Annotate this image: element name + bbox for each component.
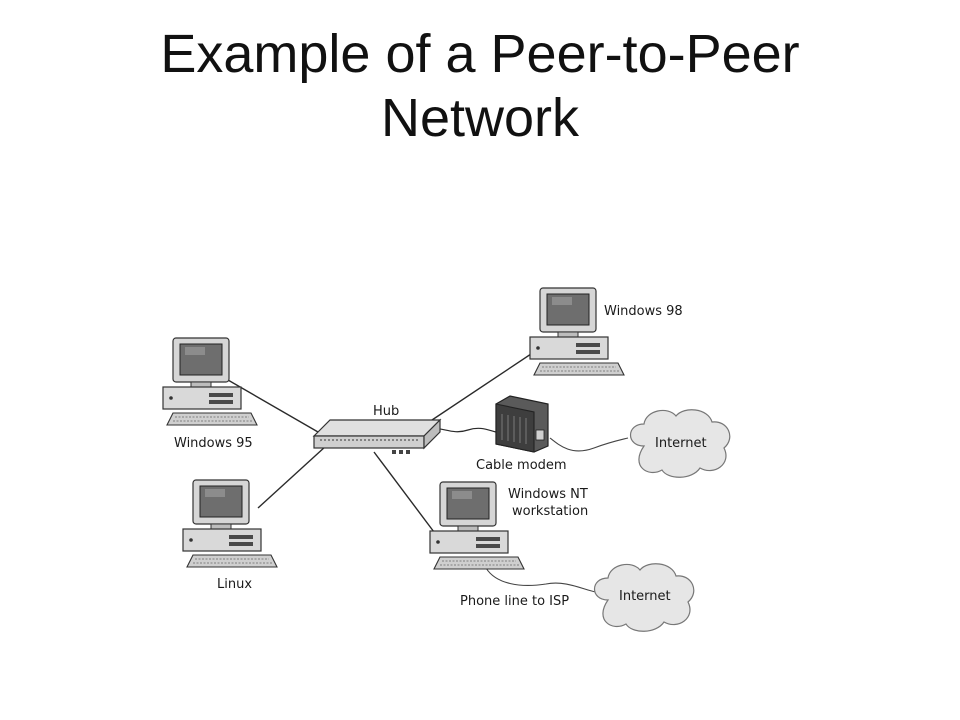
node-label-hub: Hub bbox=[373, 404, 399, 419]
link-win98-hub bbox=[413, 347, 541, 433]
cable-modem-icon bbox=[495, 395, 549, 453]
node-label-windows-nt: Windows NT bbox=[508, 487, 588, 502]
node-label-internet-bottom: Internet bbox=[619, 589, 671, 604]
node-label-linux: Linux bbox=[217, 577, 252, 592]
node-label-phone-line: Phone line to ISP bbox=[460, 594, 569, 609]
page-title-line-2: Network bbox=[380, 88, 580, 148]
node-label-cable-modem: Cable modem bbox=[476, 458, 567, 473]
node-label-workstation: workstation bbox=[512, 504, 588, 519]
hub-icon bbox=[312, 418, 442, 454]
page-title: Example of a Peer-to-Peer Network bbox=[0, 22, 960, 150]
computer-icon bbox=[529, 287, 625, 376]
link-linux-hub bbox=[257, 445, 327, 509]
node-label-internet-top: Internet bbox=[655, 436, 707, 451]
link-win95-hub bbox=[227, 379, 319, 433]
page-title-line-1: Example of a Peer-to-Peer bbox=[160, 24, 800, 84]
node-label-windows95: Windows 95 bbox=[174, 436, 253, 451]
node-label-windows98: Windows 98 bbox=[604, 304, 683, 319]
computer-icon bbox=[182, 479, 278, 568]
link-phone-line bbox=[485, 567, 597, 593]
link-modem-internet bbox=[549, 437, 629, 452]
link-nt-hub bbox=[373, 451, 441, 541]
computer-icon bbox=[162, 337, 258, 426]
